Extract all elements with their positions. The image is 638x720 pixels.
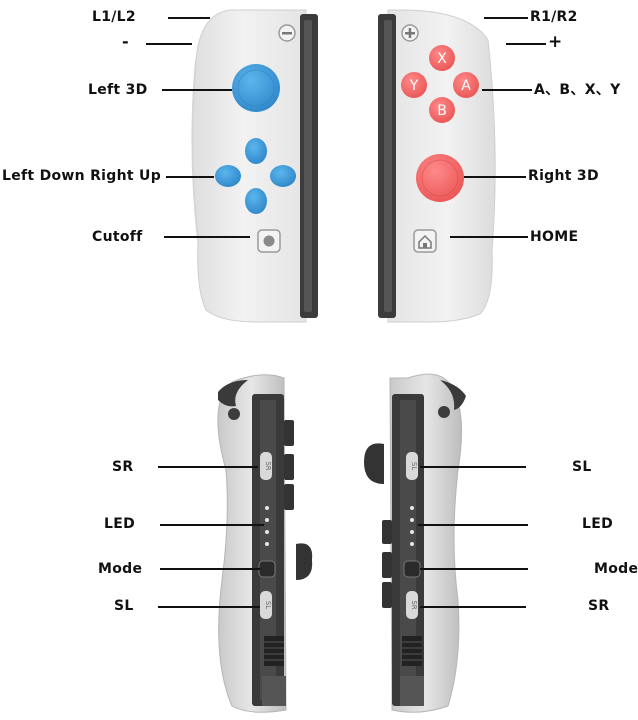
right-joycon-side — [364, 373, 466, 713]
left-3d-stick[interactable] — [232, 64, 280, 112]
right-sr-button-text: SR — [410, 600, 418, 609]
label-right-led: LED — [582, 516, 614, 532]
label-right-sl: SL — [572, 459, 592, 475]
button-y — [401, 72, 427, 98]
right-sl-button[interactable] — [406, 452, 418, 480]
label-left-led: LED — [104, 516, 136, 532]
left-led-indicators — [265, 506, 269, 546]
right-sr-button[interactable] — [406, 591, 418, 619]
dpad-right — [270, 165, 296, 187]
left-3d-callout-line — [162, 89, 232, 91]
left-sl-callout-line — [158, 606, 260, 608]
left-joycon — [191, 9, 318, 323]
plus-callout-line — [506, 43, 546, 45]
right-mode-callout-line — [420, 568, 528, 570]
left-side-stick — [296, 543, 313, 580]
right-3d-stick[interactable] — [416, 154, 464, 202]
label-left-sr: SR — [112, 459, 134, 475]
home-callout-line — [450, 236, 528, 238]
left-joycon-side — [217, 374, 313, 713]
dpad-up — [245, 138, 267, 164]
left-sr-callout-line — [158, 466, 258, 468]
abxy-callout-line — [482, 89, 532, 91]
right-sl-callout-line — [420, 466, 526, 468]
left-mode-button[interactable] — [258, 560, 276, 578]
label-minus: - — [122, 32, 129, 51]
right-sr-callout-line — [420, 606, 526, 608]
label-left-sl: SL — [114, 598, 134, 614]
button-b-label: B — [437, 103, 447, 119]
label-plus: + — [548, 32, 563, 52]
label-right-sr: SR — [588, 598, 610, 614]
l1l2-callout-line — [168, 17, 210, 19]
plus-icon[interactable] — [401, 24, 419, 42]
label-abxy: A、B、X、Y — [534, 82, 621, 98]
label-home: HOME — [530, 229, 579, 245]
dpad[interactable] — [215, 138, 296, 214]
dpad-callout-line — [166, 176, 214, 178]
home-icon[interactable] — [413, 229, 437, 253]
button-x — [429, 45, 455, 71]
right-3d-callout-line — [464, 176, 526, 178]
left-led-callout-line — [160, 524, 264, 526]
button-a — [453, 72, 479, 98]
left-sl-button[interactable] — [260, 591, 272, 619]
right-mode-button[interactable] — [403, 560, 421, 578]
left-sl-button-text: SL — [264, 601, 272, 609]
dpad-left — [215, 165, 241, 187]
capture-icon[interactable] — [257, 229, 281, 253]
minus-callout-line — [146, 43, 192, 45]
label-right-3d: Right 3D — [528, 168, 599, 184]
button-b — [429, 97, 455, 123]
left-sr-button-text: SR — [264, 461, 272, 470]
label-left-3d: Left 3D — [88, 82, 148, 98]
right-led-indicators — [410, 506, 414, 546]
cutoff-callout-line — [164, 236, 250, 238]
left-mode-callout-line — [160, 568, 260, 570]
left-sr-button[interactable] — [260, 452, 272, 480]
label-dpad: Left Down Right Up — [2, 168, 162, 184]
r1r2-callout-line — [484, 17, 528, 19]
label-r1r2: R1/R2 — [530, 9, 578, 25]
button-x-label: X — [437, 51, 447, 67]
label-right-mode: Mode — [594, 561, 638, 577]
button-y-label: Y — [409, 78, 419, 94]
right-led-callout-line — [418, 524, 528, 526]
button-a-label: A — [461, 78, 471, 94]
label-left-mode: Mode — [98, 561, 143, 577]
abxy-buttons[interactable] — [401, 45, 479, 123]
dpad-down — [245, 188, 267, 214]
label-cutoff: Cutoff — [92, 229, 143, 245]
label-l1l2: L1/L2 — [92, 9, 136, 25]
right-sl-button-text: SL — [410, 462, 418, 470]
minus-icon[interactable] — [278, 24, 296, 42]
right-side-stick — [364, 443, 384, 484]
